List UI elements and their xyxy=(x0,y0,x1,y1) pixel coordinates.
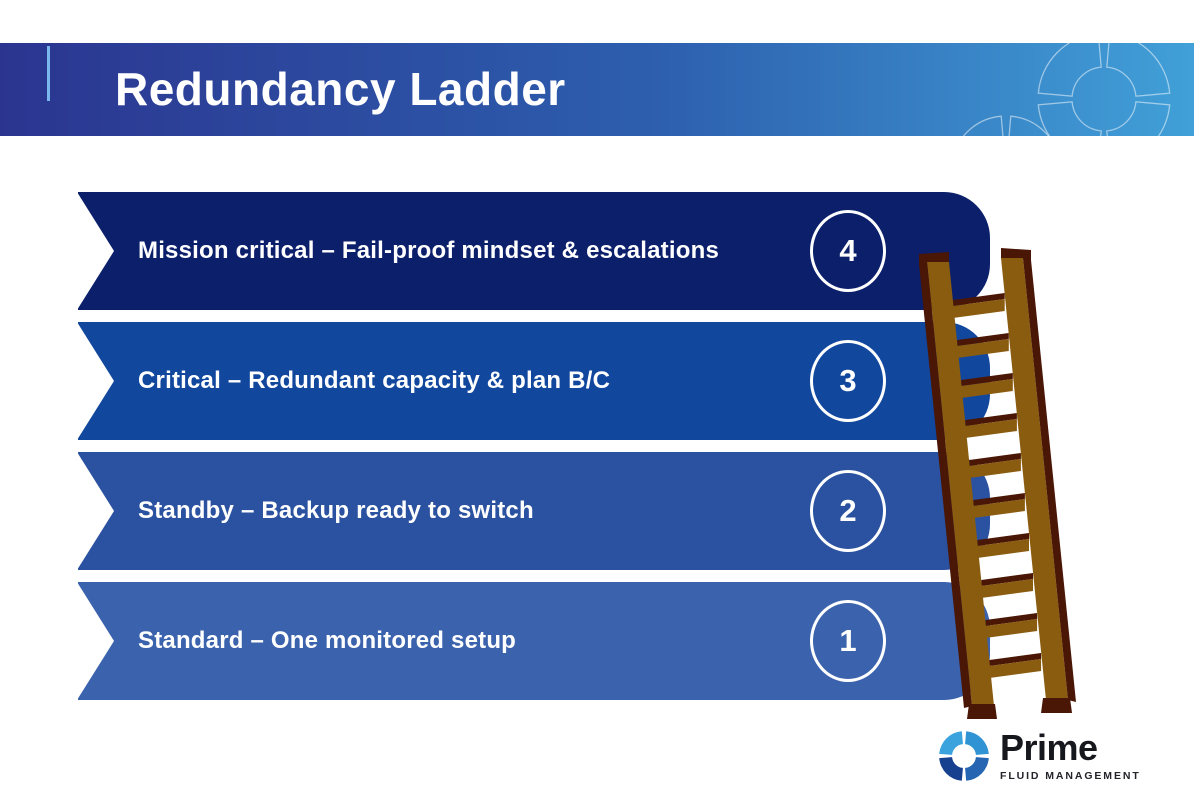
banner-label: Mission critical – Fail-proof mindset & … xyxy=(138,237,720,265)
banner-level-2: Standby – Backup ready to switch 2 xyxy=(78,452,990,570)
accent-line xyxy=(47,46,50,101)
banner-level-1: Standard – One monitored setup 1 xyxy=(78,582,990,700)
pinwheel-outline-icon xyxy=(962,43,1171,136)
level-number-badge: 3 xyxy=(810,340,886,422)
page-title: Redundancy Ladder xyxy=(115,62,566,115)
banner-label: Standby – Backup ready to switch xyxy=(138,497,534,525)
level-number-badge: 4 xyxy=(810,210,886,292)
header-band: Redundancy Ladder xyxy=(0,43,1194,136)
banner-level-4: Mission critical – Fail-proof mindset & … xyxy=(78,192,990,310)
brand-tagline: FLUID MANAGEMENT xyxy=(1000,770,1141,782)
level-number-badge: 1 xyxy=(810,600,886,682)
pinwheel-logo-icon xyxy=(939,731,989,781)
banner-label: Standard – One monitored setup xyxy=(138,627,517,655)
banner-level-3: Critical – Redundant capacity & plan B/C… xyxy=(78,322,990,440)
banner-label: Critical – Redundant capacity & plan B/C xyxy=(138,367,611,395)
level-number-badge: 2 xyxy=(810,470,886,552)
brand-logo: Prime FLUID MANAGEMENT xyxy=(938,729,1141,783)
brand-name: Prime xyxy=(1000,727,1098,768)
